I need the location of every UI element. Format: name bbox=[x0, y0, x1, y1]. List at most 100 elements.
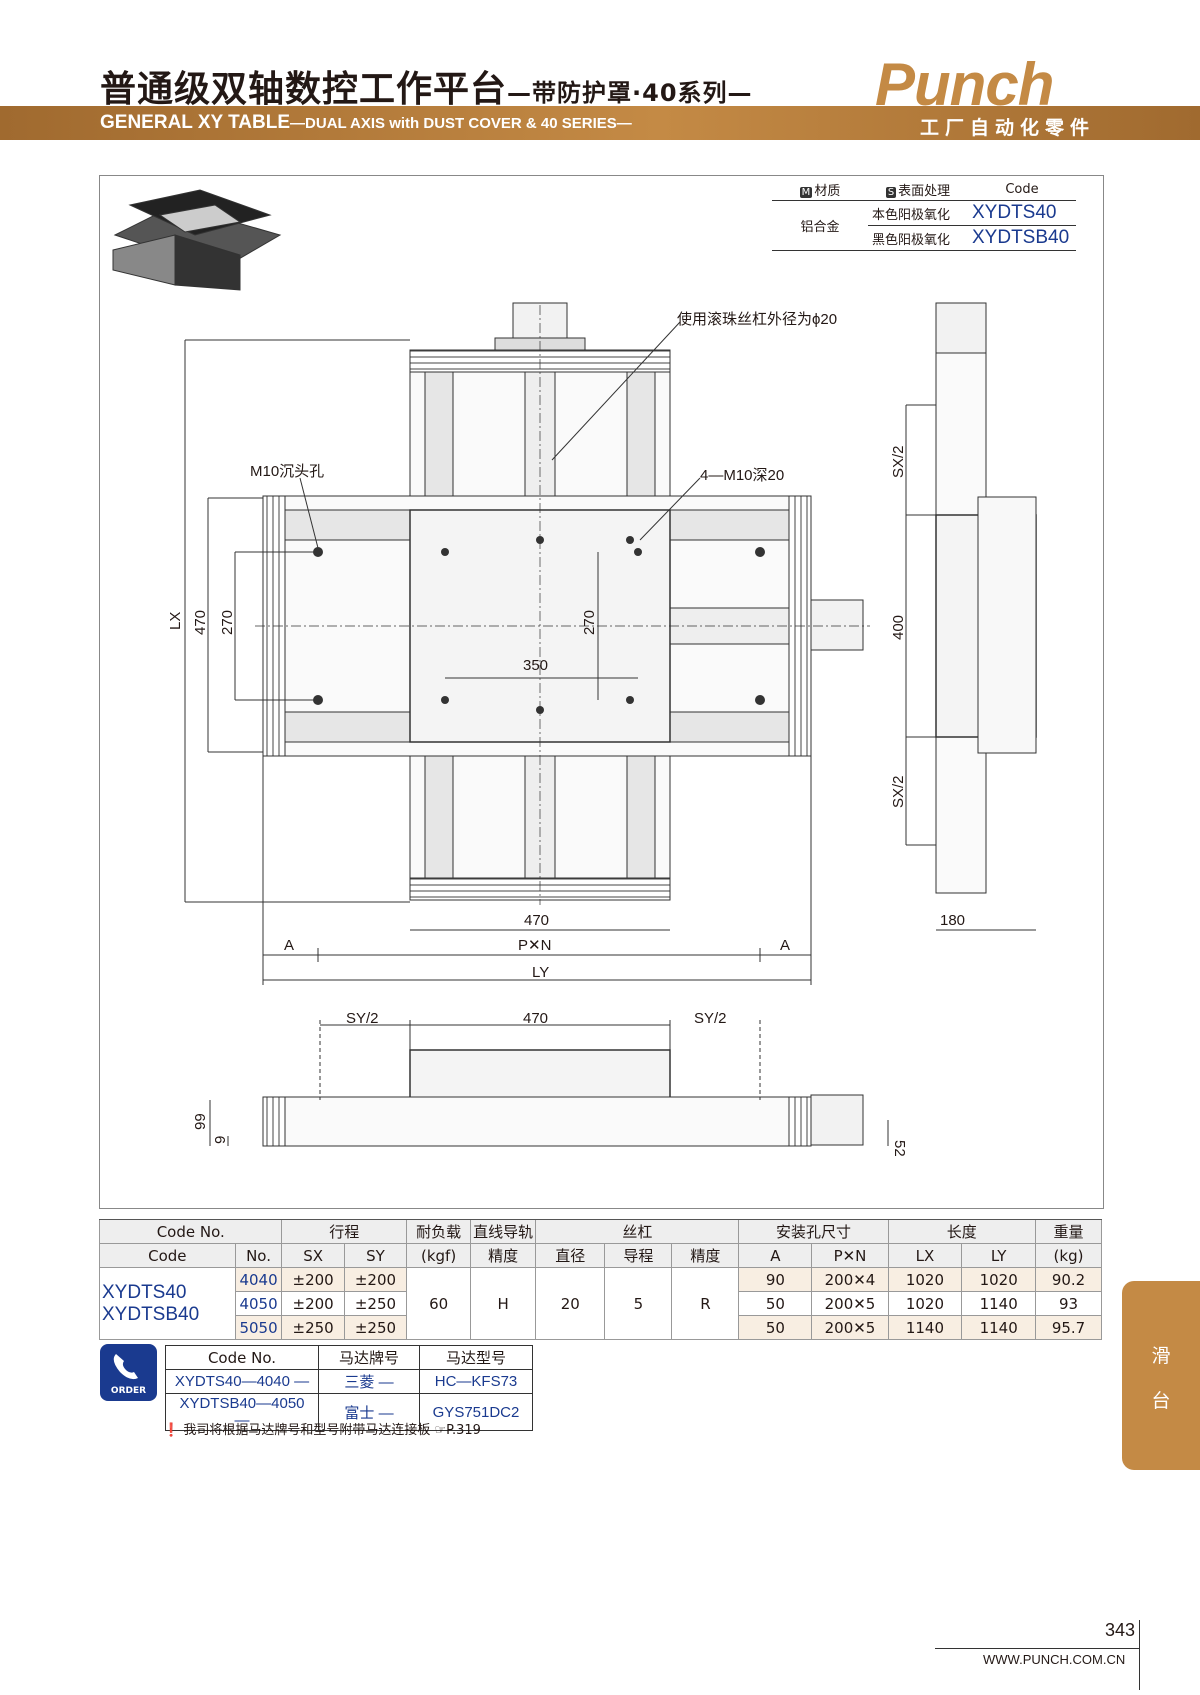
order-model: GYS751DC2 bbox=[419, 1393, 533, 1431]
label-counterbore: M10沉头孔 bbox=[250, 463, 324, 480]
table-row: 5050 ±250 ±250 50 200✕5 1140 1140 95.7 bbox=[100, 1315, 1102, 1340]
dia-cell: 20 bbox=[535, 1267, 606, 1340]
drawing-frame bbox=[99, 175, 1104, 1209]
dim-9: 9 bbox=[212, 1136, 229, 1144]
th-load-unit: (kgf) bbox=[406, 1243, 472, 1268]
th-load: 耐负载 bbox=[406, 1220, 472, 1244]
brand-tagline: 工厂自动化零件 bbox=[920, 117, 1096, 139]
lx-cell: 1020 bbox=[887, 1267, 963, 1292]
dim-470-front: 470 bbox=[523, 1010, 548, 1027]
motor-plate-note: ❗ 我司将根据马达牌号和型号附带马达连接板 ☞P.319 bbox=[163, 1423, 481, 1438]
th-sy: SY bbox=[343, 1243, 408, 1268]
order-th-model: 马达型号 bbox=[419, 1345, 533, 1370]
label-tapped-holes: 4—M10深20 bbox=[700, 467, 784, 484]
surface-value: 本色阳极氧化 bbox=[868, 200, 968, 226]
order-code: XYDTS40—4040 — bbox=[165, 1369, 319, 1394]
tab-label-2: 台 bbox=[1151, 1390, 1171, 1412]
dim-a-right: A bbox=[780, 937, 790, 954]
load-cell: 60 bbox=[406, 1267, 472, 1340]
no-cell: 4040 bbox=[234, 1267, 283, 1292]
lx-cell: 1020 bbox=[887, 1291, 963, 1316]
order-phone-icon bbox=[100, 1344, 157, 1401]
dim-a-left: A bbox=[284, 937, 294, 954]
weight-cell: 93 bbox=[1035, 1291, 1102, 1316]
dim-ly: LY bbox=[532, 964, 549, 981]
dim-350: 350 bbox=[523, 657, 548, 674]
footer-url[interactable]: WWW.PUNCH.COM.CN bbox=[983, 1652, 1126, 1667]
label-ball-screw: 使用滚珠丝杠外径为ϕ20 bbox=[677, 311, 837, 328]
order-brand: 三菱 — bbox=[318, 1369, 420, 1394]
product-photo bbox=[112, 189, 282, 291]
code-header: Code bbox=[968, 178, 1076, 201]
th-code-no: Code No. bbox=[98, 1220, 283, 1244]
dim-pxn: P✕N bbox=[518, 937, 551, 954]
section-tab-slide[interactable]: 滑 台 bbox=[1122, 1281, 1200, 1470]
a-cell: 90 bbox=[738, 1267, 813, 1292]
lx-cell: 1140 bbox=[887, 1315, 963, 1340]
guide-cell: H bbox=[470, 1267, 537, 1340]
pxn-cell: 200✕4 bbox=[811, 1267, 889, 1292]
product-code: XYDTSB40 bbox=[968, 225, 1076, 251]
th-code: Code bbox=[99, 1243, 236, 1268]
ly-cell: 1020 bbox=[961, 1267, 1037, 1292]
dim-sy2-right: SY/2 bbox=[694, 1010, 727, 1027]
th-no: No. bbox=[234, 1243, 283, 1268]
order-model: HC—KFS73 bbox=[419, 1369, 533, 1394]
th-stroke: 行程 bbox=[281, 1220, 408, 1244]
no-cell: 4050 bbox=[234, 1291, 283, 1316]
th-weight-unit: (kg) bbox=[1035, 1243, 1102, 1268]
pxn-cell: 200✕5 bbox=[811, 1315, 889, 1340]
weight-cell: 90.2 bbox=[1035, 1267, 1102, 1292]
order-th-code: Code No. bbox=[165, 1345, 319, 1370]
th-a: A bbox=[738, 1243, 813, 1268]
th-guide: 直线导轨 bbox=[470, 1220, 537, 1244]
header-band bbox=[0, 106, 1200, 140]
alert-icon: ❗ bbox=[163, 1423, 180, 1438]
surface-value: 黑色阳极氧化 bbox=[868, 225, 968, 251]
pxn-cell: 200✕5 bbox=[811, 1291, 889, 1316]
th-lx: LX bbox=[887, 1243, 963, 1268]
dim-470-h: 470 bbox=[524, 912, 549, 929]
lead-cell: 5 bbox=[604, 1267, 673, 1340]
sy-cell: ±250 bbox=[343, 1291, 408, 1316]
th-ly: LY bbox=[961, 1243, 1037, 1268]
page-ref-link[interactable]: P.319 bbox=[446, 1423, 481, 1438]
material-value: 铝合金 bbox=[772, 200, 868, 251]
th-screw: 丝杠 bbox=[535, 1220, 740, 1244]
page-title-cn: 普通级双轴数控工作平台—带防护罩·40系列— bbox=[100, 69, 753, 110]
no-cell: 5050 bbox=[234, 1315, 283, 1340]
order-code: XYDTSB40—4050 — bbox=[165, 1393, 319, 1431]
dim-470-v: 470 bbox=[192, 610, 209, 635]
ly-cell: 1140 bbox=[961, 1291, 1037, 1316]
dim-52: 52 bbox=[891, 1140, 908, 1157]
sx-cell: ±250 bbox=[281, 1315, 345, 1340]
dim-sx2-bottom: SX/2 bbox=[890, 775, 907, 808]
th-lead: 导程 bbox=[604, 1243, 673, 1268]
th-sx: SX bbox=[281, 1243, 345, 1268]
page-title-en: GENERAL XY TABLE—DUAL AXIS with DUST COV… bbox=[100, 112, 632, 133]
a-cell: 50 bbox=[738, 1291, 813, 1316]
sx-cell: ±200 bbox=[281, 1267, 345, 1292]
acc-cell: R bbox=[671, 1267, 740, 1340]
th-guide-acc: 精度 bbox=[470, 1243, 537, 1268]
dim-400: 400 bbox=[890, 615, 907, 640]
dim-sx2-top: SX/2 bbox=[890, 445, 907, 478]
spec-table: Code No. 行程 耐负载 直线导轨 丝杠 安装孔尺寸 长度 重量 Code… bbox=[98, 1220, 1102, 1340]
footer-vrule bbox=[1139, 1620, 1140, 1690]
order-th-brand: 马达牌号 bbox=[318, 1345, 420, 1370]
dim-lx: LX bbox=[167, 612, 184, 630]
table-row: XYDTSB40—4050 — 富士 — GYS751DC2 bbox=[165, 1393, 533, 1431]
brand-logo: Punch bbox=[875, 51, 1054, 118]
technical-drawing: 使用滚珠丝杠外径为ϕ20 M10沉头孔 4—M10深20 LX 470 270 … bbox=[112, 189, 1037, 1157]
tab-label-1: 滑 bbox=[1151, 1345, 1171, 1367]
sy-cell: ±200 bbox=[343, 1267, 408, 1292]
table-row: XYDTS40—4040 — 三菱 — HC—KFS73 bbox=[165, 1369, 533, 1394]
th-dia: 直径 bbox=[535, 1243, 606, 1268]
ly-cell: 1140 bbox=[961, 1315, 1037, 1340]
th-mount: 安装孔尺寸 bbox=[738, 1220, 889, 1244]
th-acc: 精度 bbox=[671, 1243, 740, 1268]
